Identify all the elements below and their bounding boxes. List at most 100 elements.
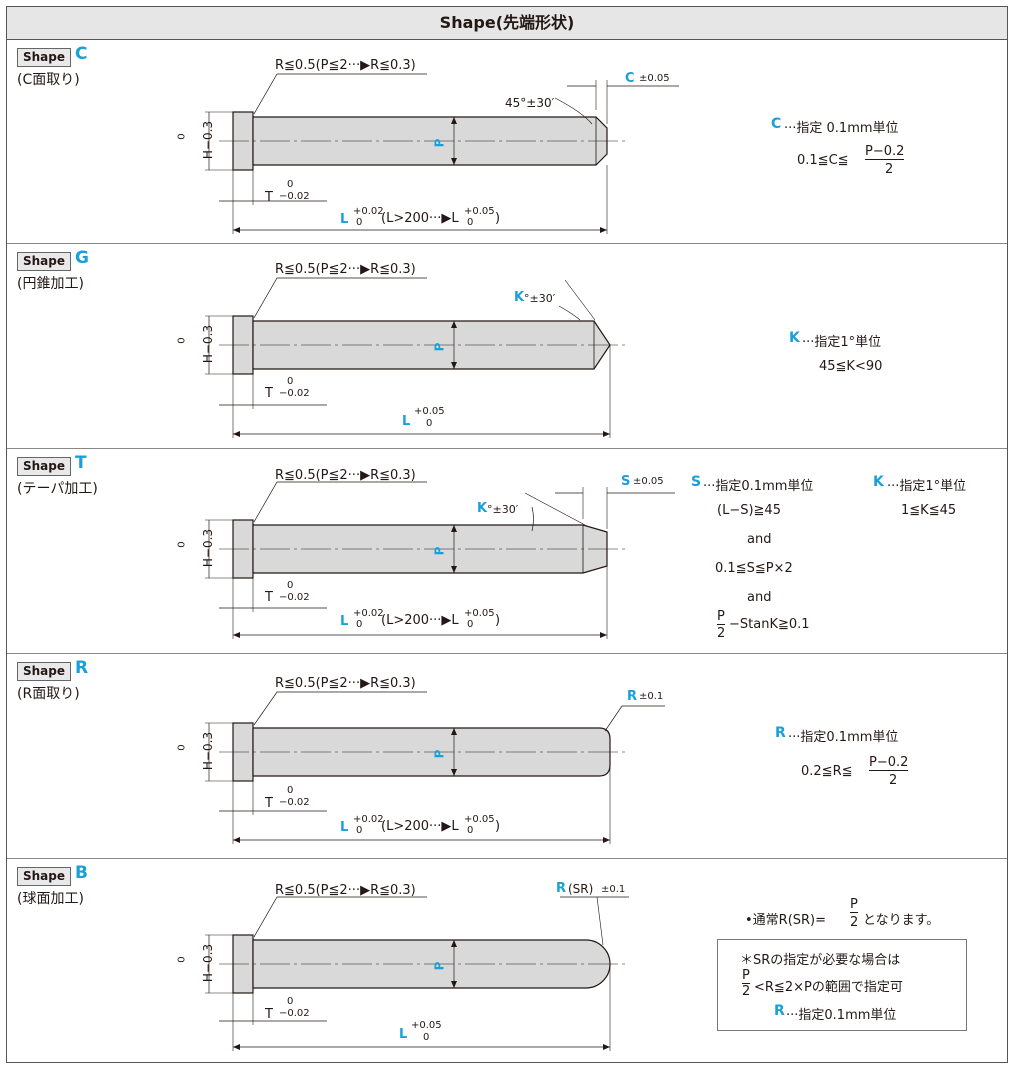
l-tol-top: +0.05 <box>411 1020 442 1031</box>
shape-subtitle: (C面取り) <box>17 72 80 88</box>
shape-subtitle: (球面加工) <box>17 891 84 907</box>
shape-badge: Shape <box>17 457 72 476</box>
t-tol-top: 0 <box>287 996 294 1007</box>
l-label: L <box>399 1027 408 1042</box>
pin-drawing-g <box>205 277 625 438</box>
l-label: L <box>340 212 349 227</box>
l-cond-end: ) <box>495 819 501 834</box>
k-spec-letter: K <box>873 474 884 490</box>
s-dim-tol: ±0.05 <box>633 476 664 487</box>
section-g: Shape G (円錐加工) R≦0.5(P≦2···▶R≦0.3) K °±3… <box>7 244 1007 449</box>
note-line2: <R≦2×Pの範囲で指定可 <box>754 980 903 995</box>
shape-letter: G <box>75 248 89 268</box>
shape-letter: R <box>75 658 89 678</box>
shape-badge: Shape <box>17 48 72 67</box>
r-dim-label: R <box>556 881 567 896</box>
r-note: R≦0.5(P≦2···▶R≦0.3) <box>275 468 416 483</box>
p-label: P <box>432 546 447 556</box>
note-line3: ···指定0.1mm単位 <box>786 1008 897 1023</box>
h-tol-top: 0 <box>176 744 188 751</box>
spec-frac-num: P−0.2 <box>865 144 905 160</box>
pin-drawing-b <box>205 896 629 1051</box>
r-dim-tol: ±0.1 <box>601 884 626 895</box>
l-tol-bot: 0 <box>423 1032 430 1043</box>
bullet-den: 2 <box>850 915 859 930</box>
angle-tol: °±30′ <box>524 292 556 305</box>
l-cond-tol-bot: 0 <box>467 825 474 836</box>
l-cond-tol-top: +0.05 <box>464 608 495 619</box>
t-tol-top: 0 <box>287 785 294 796</box>
spec-line1: ···指定1°単位 <box>802 335 882 350</box>
t-tol-top: 0 <box>287 179 294 190</box>
s-spec: ···指定0.1mm単位 <box>703 479 814 494</box>
t-tol-top: 0 <box>287 376 294 387</box>
l-tol-top: +0.05 <box>414 406 445 417</box>
s-cond1: (L−S)≧45 <box>717 503 781 518</box>
p-label: P <box>432 138 447 148</box>
s-cond2: 0.1≦S≦P×2 <box>715 561 793 576</box>
t-label: T <box>265 190 273 205</box>
shape-letter: C <box>75 44 88 64</box>
shape-badge: Shape <box>17 662 72 681</box>
h-tol-top: 0 <box>176 956 188 963</box>
h-tol-bot: H−0.3 <box>201 324 216 364</box>
spec-line1: ···指定0.1mm単位 <box>788 730 899 745</box>
spec-line2: 0.2≦R≦ <box>801 764 853 779</box>
h-tol-top: 0 <box>176 337 188 344</box>
h-tol-top: 0 <box>176 133 188 140</box>
shape-badge: Shape <box>17 252 72 271</box>
shape-badge: Shape <box>17 867 72 886</box>
spec-line1: ···指定 0.1mm単位 <box>784 121 899 136</box>
section-b: Shape B (球面加工) R≦0.5(P≦2···▶R≦0.3) R (SR… <box>7 859 1007 1064</box>
h-tol-top: 0 <box>176 541 188 548</box>
h-tol-bot: H−0.3 <box>201 528 216 568</box>
r-dim-label2: (SR) <box>568 882 594 896</box>
p-label: P <box>432 342 447 352</box>
section-r: Shape R (R面取り) R≦0.5(P≦2···▶R≦0.3) R ±0.… <box>7 654 1007 859</box>
spec-frac-den: 2 <box>885 162 894 177</box>
section-c: Shape C (C面取り) <box>7 40 1007 244</box>
r-note: R≦0.5(P≦2···▶R≦0.3) <box>275 676 416 691</box>
l-label: L <box>340 614 349 629</box>
spec-frac-num: P−0.2 <box>869 755 909 771</box>
l-cond-end: ) <box>495 613 501 628</box>
l-tol-bot: 0 <box>356 619 363 630</box>
r-note: R≦0.5(P≦2···▶R≦0.3) <box>275 883 416 898</box>
t-label: T <box>265 796 273 811</box>
l-tol-top: +0.02 <box>353 814 384 825</box>
note-line1: ＊SRの指定が必要な場合は <box>740 953 901 968</box>
shape-subtitle: (R面取り) <box>17 686 80 702</box>
spec-letter: C <box>771 116 782 132</box>
and-1: and <box>747 532 772 547</box>
l-tol-bot: 0 <box>356 825 363 836</box>
p-label: P <box>432 961 447 971</box>
l-cond-end: ) <box>495 211 501 226</box>
angle-tol: °±30′ <box>487 503 519 516</box>
pin-drawing-c <box>205 73 679 234</box>
k-spec: ···指定1°単位 <box>887 479 967 494</box>
section-t: Shape T (テーパ加工) R≦0.5(P≦ <box>7 449 1007 654</box>
and-2: and <box>747 590 772 605</box>
shape-letter: T <box>75 453 87 473</box>
bullet-num: P <box>850 897 858 913</box>
l-cond: (L>200···▶L <box>381 819 459 834</box>
r-dim-tol: ±0.1 <box>639 691 664 702</box>
c-dim-tol: ±0.05 <box>639 73 670 84</box>
s-cond3: −StanK≧0.1 <box>729 617 810 632</box>
t-label: T <box>265 1007 273 1022</box>
l-cond: (L>200···▶L <box>381 613 459 628</box>
k-cond: 1≦K≦45 <box>901 503 957 518</box>
note-den: 2 <box>742 984 751 999</box>
note-num: P <box>742 968 750 984</box>
t-label: T <box>265 386 273 401</box>
bullet-text: •通常R(SR)= <box>745 913 827 928</box>
h-tol-bot: H−0.3 <box>201 731 216 771</box>
l-label: L <box>402 414 411 429</box>
l-tol-top: +0.02 <box>353 206 384 217</box>
t-tol-top: 0 <box>287 580 294 591</box>
t-tol-bot: −0.02 <box>279 1008 310 1019</box>
table-title: Shape(先端形状) <box>7 7 1007 40</box>
l-cond: (L>200···▶L <box>381 211 459 226</box>
l-tol-bot: 0 <box>356 217 363 228</box>
r-note: R≦0.5(P≦2···▶R≦0.3) <box>275 58 416 73</box>
